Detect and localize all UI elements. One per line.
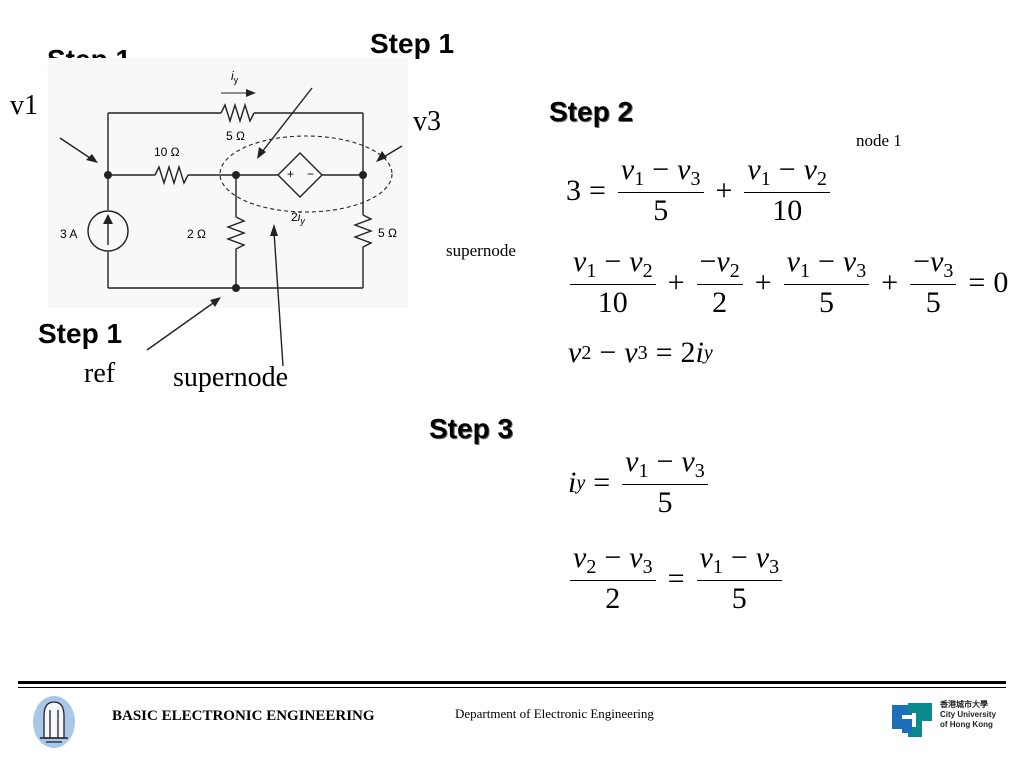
pointer-supernode [273, 231, 284, 367]
pointer-supernode-head [270, 224, 278, 236]
dep-source-minus: − [307, 167, 315, 181]
label-r-2: 2 Ω [187, 227, 206, 241]
pointer-v2 [261, 87, 313, 153]
valve-logo-icon [33, 696, 75, 748]
label-r-10: 10 Ω [154, 145, 180, 159]
node-dot-v2 [232, 171, 240, 179]
label-dep-source: 2iy [291, 210, 305, 226]
circuit-panel [48, 58, 408, 308]
resistor-top [220, 102, 255, 124]
node-dot-v3 [359, 171, 367, 179]
dependent-source [277, 152, 323, 198]
footer-rule-thin [18, 687, 1006, 688]
label-r-top: 5 Ω [226, 129, 245, 143]
resistor-5-right [353, 214, 373, 248]
pointer-v1 [59, 137, 94, 161]
resistor-2 [226, 216, 246, 250]
node-label-v1: v1 [10, 90, 38, 121]
label-r-5: 5 Ω [378, 226, 397, 240]
node-label-v3: v3 [413, 106, 441, 137]
node-label-ref: ref [84, 358, 116, 389]
supernode-ellipse [219, 135, 393, 213]
cityu-logo-icon [892, 703, 932, 737]
supernode-label: supernode [173, 362, 289, 393]
step1-label-top-center: Step 1 [370, 28, 455, 59]
pointer-v3-head [376, 151, 387, 162]
resistor-10 [154, 164, 189, 186]
iy-arrowhead [246, 89, 256, 97]
pointer-ref-head [210, 297, 221, 307]
node-dot-ref [232, 284, 240, 292]
dep-source-plus: + [287, 167, 295, 181]
node-dot-v1 [104, 171, 112, 179]
supernode-eq-label: supernode [446, 241, 516, 260]
cityu-name: 香港城市大學 City University of Hong Kong [940, 700, 997, 729]
circuit-diagram [48, 58, 408, 367]
footer-rule-thick [18, 681, 1006, 684]
pointer-v1-head [86, 154, 98, 163]
step1-label-ref: Step 1 [38, 318, 123, 349]
current-source [87, 210, 129, 252]
step3-label: Step 3 [429, 413, 514, 444]
footer-department: Department of Electronic Engineering [455, 706, 654, 721]
current-source-arrowhead [103, 214, 113, 224]
label-current-source: 3 A [60, 227, 78, 241]
step2-label: Step 2 [549, 96, 634, 127]
node1-label: node 1 [856, 131, 902, 150]
pointer-ref [146, 300, 217, 351]
pointer-v2-head [257, 147, 266, 159]
footer-course-title: BASIC ELECTRONIC ENGINEERING [112, 708, 375, 724]
label-iy: iy [231, 69, 239, 85]
